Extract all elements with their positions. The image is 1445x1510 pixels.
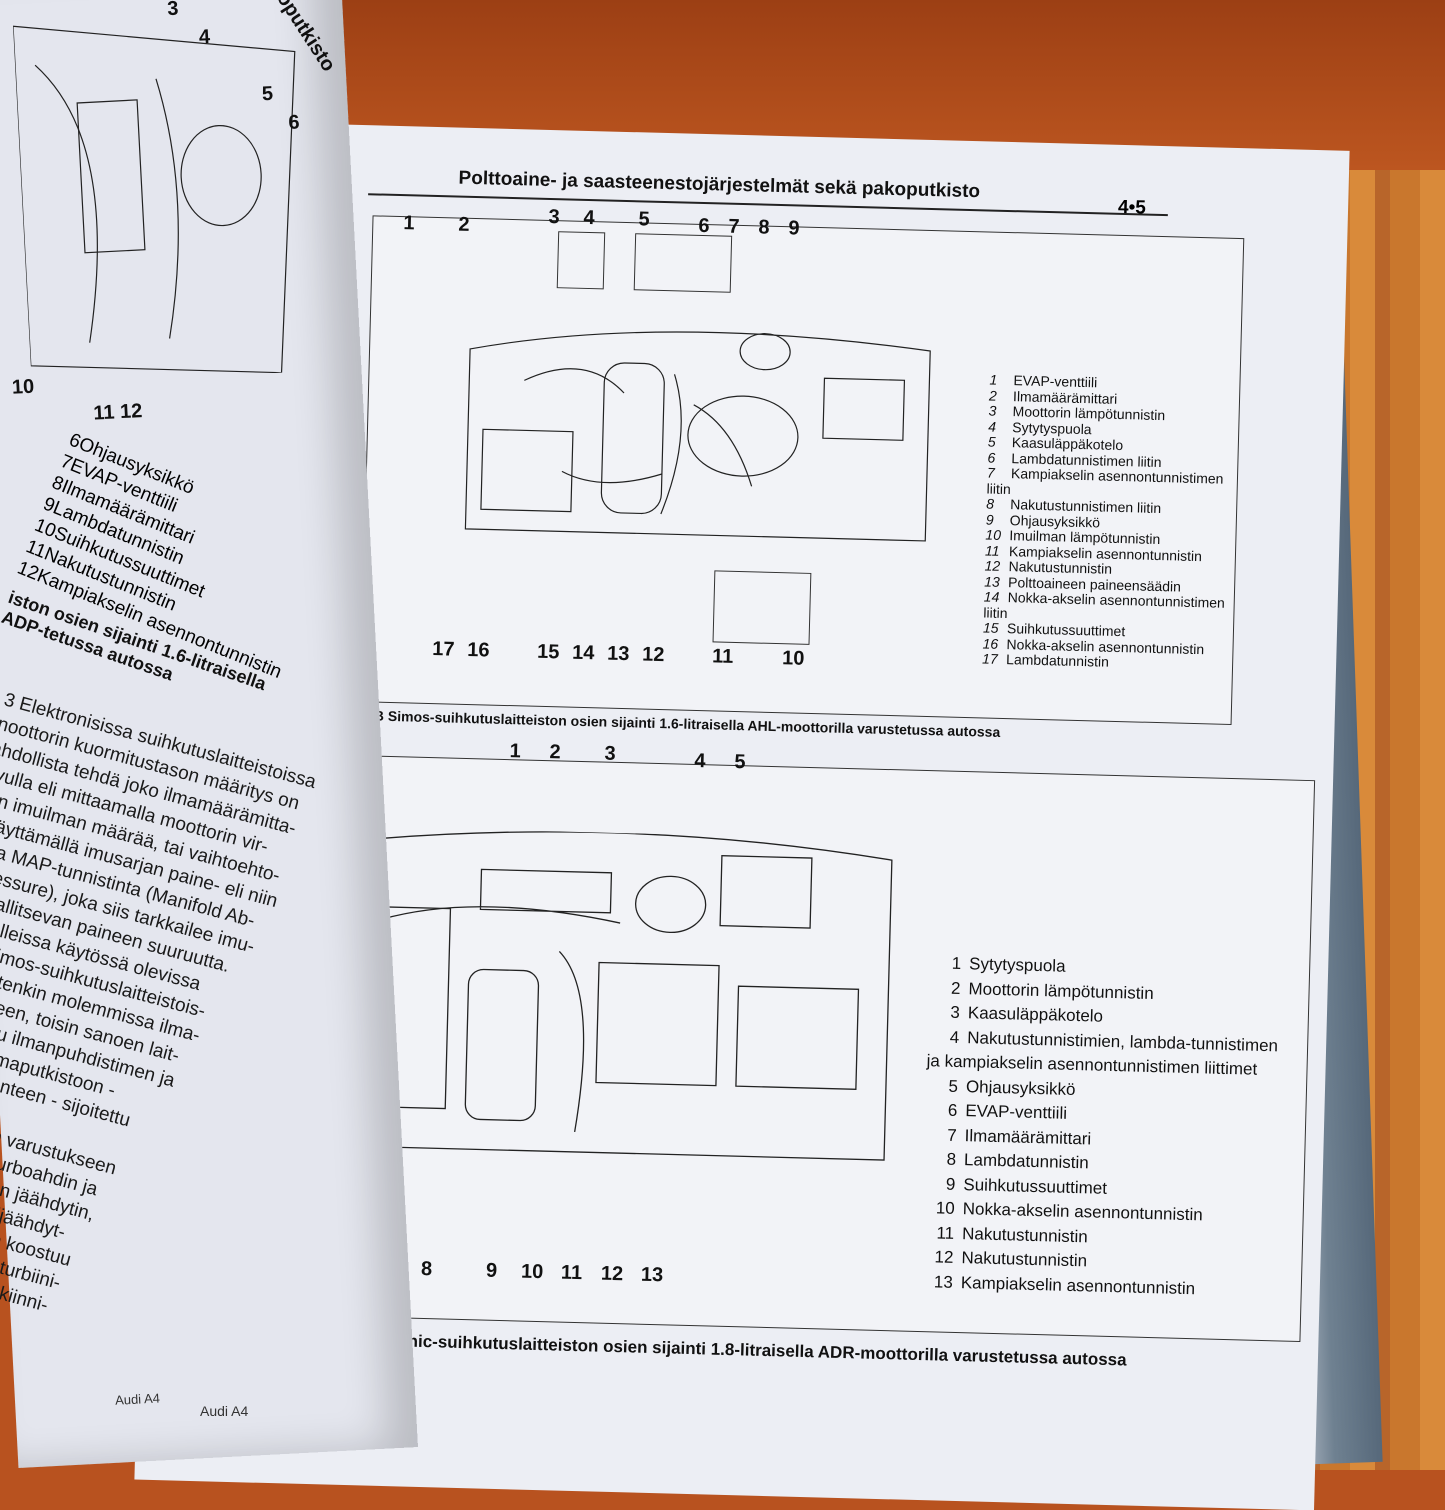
left-page-footer: Audi A4	[114, 1390, 161, 1408]
callout-11: 11	[711, 645, 734, 668]
legend-text: Kampiakselin asennontunnistimen liitin	[986, 465, 1224, 497]
callout-12: 12	[641, 643, 665, 667]
page-number: 4•5	[1117, 196, 1147, 219]
legend-number: 1	[989, 371, 998, 388]
callout-9: 9	[485, 1259, 498, 1282]
callout-6: 6	[698, 214, 710, 238]
legend-text: Ohjausyksikkö	[965, 1076, 1076, 1099]
legend-number: 15	[982, 619, 999, 636]
legend-number: 8	[946, 1149, 957, 1169]
callout-3: 3	[604, 742, 616, 765]
left-callout-11-12: 11 12	[92, 400, 143, 425]
callout-13: 13	[640, 1263, 664, 1287]
inset-throttle-body	[633, 233, 733, 293]
callout-1: 1	[509, 740, 522, 763]
callout-10: 10	[781, 647, 805, 670]
legend-text: Kampiakselin asennontunnistin	[960, 1272, 1196, 1298]
legend-number: 3	[950, 1002, 961, 1022]
legend-number: 1	[951, 953, 962, 973]
callout-16: 16	[466, 638, 490, 662]
callout-11: 11	[560, 1261, 583, 1285]
left-callout-4: 4	[198, 25, 211, 49]
callout-2: 2	[549, 741, 561, 764]
legend-number: 6	[947, 1100, 958, 1120]
left-body-text: 3 Elektronisissa suihkutuslaitteistoissa…	[0, 687, 319, 1350]
callout-3: 3	[548, 205, 561, 229]
engine-diagram-left	[12, 25, 296, 374]
callout-8: 8	[420, 1257, 433, 1281]
callout-10: 10	[520, 1260, 544, 1284]
legend-number: 13	[933, 1271, 954, 1292]
legend-number: 9	[945, 1174, 956, 1194]
inset-crank-sensor	[712, 570, 812, 645]
inset-sensor	[556, 231, 606, 290]
legend-text: Moottorin lämpötunnistin	[968, 978, 1154, 1003]
legend-number: 2	[950, 978, 961, 998]
left-callout-6: 6	[287, 111, 301, 134]
callout-4: 4	[694, 749, 706, 773]
callout-5: 5	[734, 750, 746, 774]
legend-number: 12	[934, 1247, 954, 1267]
callout-14: 14	[571, 641, 595, 665]
legend-number: 7	[946, 1125, 957, 1145]
legend-text: EVAP-venttiili	[965, 1101, 1068, 1123]
page-footer: Audi A4	[200, 1403, 249, 1419]
legend-number: 17	[981, 650, 998, 667]
legend-number: 5	[987, 433, 996, 450]
legend-text: Ilmamäärämittari	[964, 1125, 1092, 1148]
callout-2: 2	[458, 213, 470, 236]
left-callout-3: 3	[166, 0, 180, 21]
legend-number: 10	[985, 526, 1002, 543]
legend-text: Nokka-akselin asennontunnistimen liitin	[983, 589, 1226, 621]
engine-diagram-ahl	[464, 331, 931, 542]
legend-text: Nokka-akselin asennontunnistin	[962, 1199, 1203, 1225]
legend-number: 8	[986, 495, 995, 512]
legend-text: Suihkutussuuttimet	[963, 1174, 1108, 1198]
callout-9: 9	[788, 217, 800, 240]
callout-12: 12	[600, 1262, 624, 1286]
legend-number: 12	[984, 557, 1001, 574]
legend-text: Lambdatunnistin	[1005, 651, 1110, 670]
callout-17: 17	[431, 638, 455, 661]
figure-1-0b: 1 2 3 4 5 6 7 8 9 17 16 15 14 13 12 11 1…	[359, 206, 1245, 725]
callout-1: 1	[403, 212, 415, 235]
legend-number: 3	[988, 402, 997, 419]
left-callout-5: 5	[261, 82, 274, 106]
legend-text: Kaasuläppäkotelo	[967, 1003, 1104, 1026]
legend-text: Nakutustunnistin	[961, 1223, 1089, 1246]
legend-text: Nakutustunnistimien, lambda-tunnistimen …	[926, 1027, 1279, 1079]
callout-5: 5	[638, 208, 650, 231]
callout-13: 13	[606, 642, 630, 666]
legend-text: Sytytyspuola	[968, 954, 1066, 976]
legend-number: 11	[936, 1222, 955, 1243]
legend-text: Lambdatunnistin	[963, 1150, 1090, 1173]
legend-number: 10	[935, 1198, 956, 1218]
legend-text: Nakutustunnistin	[961, 1248, 1088, 1271]
legend-number: 5	[948, 1076, 959, 1096]
callout-7: 7	[728, 215, 740, 238]
figure-1-0c: 1 2 3 4 5 6 7 8 9 10 11 12 13 1Sytytyspu…	[268, 740, 1316, 1343]
left-page: akoputkisto 3 4 5 6 10 11 12 6Ohjausyksi…	[0, 0, 418, 1468]
legend-number: 4	[949, 1027, 960, 1047]
callout-8: 8	[758, 216, 770, 239]
callout-4: 4	[583, 206, 595, 230]
left-callout-10: 10	[11, 375, 35, 399]
callout-15: 15	[536, 640, 560, 664]
